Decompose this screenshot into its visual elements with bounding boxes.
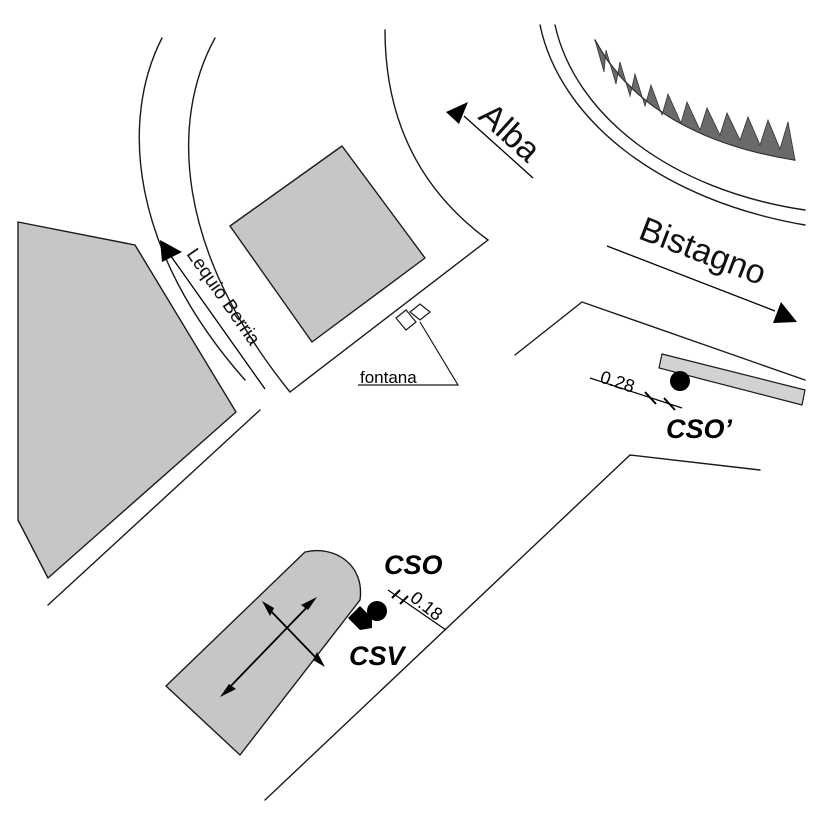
cso-prime-station-marker bbox=[670, 371, 690, 391]
road-edge-left-diagonal bbox=[47, 409, 261, 606]
roundabout-edge-outer bbox=[539, 24, 806, 226]
arrow-bistagno bbox=[606, 245, 797, 323]
fountain-icon bbox=[358, 303, 460, 386]
label-fontana: fontana bbox=[360, 368, 417, 387]
church bbox=[165, 550, 362, 756]
road-edge-bistagno-top bbox=[514, 301, 806, 381]
label-lequio-berria: Lequio Berria bbox=[182, 245, 264, 350]
roundabout-edge-inner bbox=[554, 24, 806, 211]
building-large-left bbox=[17, 221, 237, 579]
roundabout-hatch bbox=[594, 39, 796, 161]
traffic-island bbox=[658, 353, 806, 406]
label-bistagno: Bistagno bbox=[634, 210, 771, 293]
arrow-lequio-berria bbox=[160, 240, 266, 390]
distance-marker-028 bbox=[589, 377, 683, 411]
cso-station-marker bbox=[367, 601, 387, 621]
road-edge-inner-left bbox=[187, 37, 291, 393]
label-distance-028: 0.28 bbox=[598, 367, 638, 397]
road-edge-inner-right bbox=[289, 29, 490, 393]
label-cso-prime: CSO’ bbox=[666, 414, 733, 444]
label-distance-018: 0.18 bbox=[407, 587, 447, 624]
csv-station-marker bbox=[348, 606, 372, 630]
label-cso: CSO bbox=[384, 550, 443, 580]
road-edge-outer-left bbox=[138, 37, 246, 381]
cross-icon bbox=[220, 597, 325, 697]
label-alba: Alba bbox=[472, 96, 548, 170]
building-square bbox=[229, 145, 426, 343]
road-edge-bistagno-bottom bbox=[264, 454, 761, 801]
arrow-alba bbox=[446, 102, 534, 179]
label-csv: CSV bbox=[349, 641, 407, 671]
distance-marker-018 bbox=[387, 589, 447, 631]
